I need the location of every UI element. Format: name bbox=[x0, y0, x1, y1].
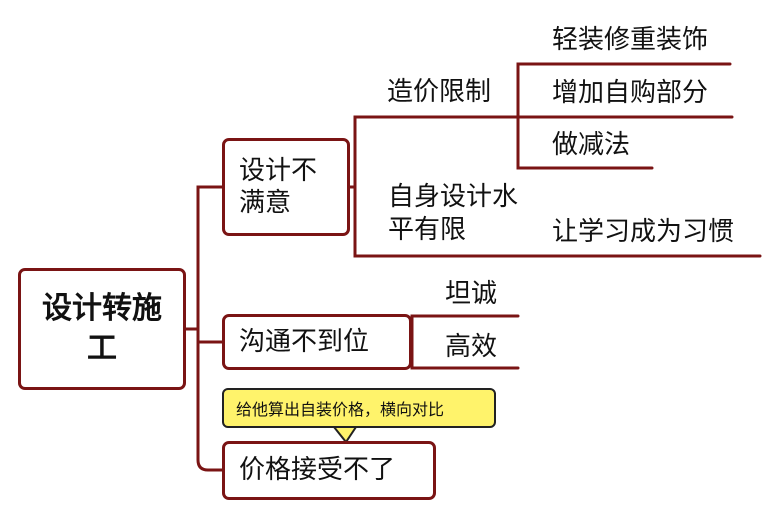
leaf-efficient[interactable]: 高效 bbox=[445, 332, 498, 362]
branch-node-price[interactable]: 价格接受不了 bbox=[222, 441, 436, 500]
leaf-honest[interactable]: 坦诚 bbox=[445, 279, 498, 309]
connector-b1-bracket bbox=[348, 115, 762, 258]
branch-label: 沟通不到位 bbox=[239, 326, 370, 357]
branch-node-design-unsatisfied[interactable]: 设计不满意 bbox=[222, 138, 350, 236]
branch-node-communication[interactable]: 沟通不到位 bbox=[222, 314, 412, 370]
connector-b2-bracket bbox=[410, 314, 520, 370]
connector-zaojia-bracket bbox=[516, 62, 734, 170]
callout-pointer bbox=[333, 426, 357, 444]
callout-text: 给他算出自装价格，横向对比 bbox=[236, 400, 445, 419]
leaf-learning-habit[interactable]: 让学习成为习惯 bbox=[552, 217, 735, 247]
callout-note[interactable]: 给他算出自装价格，横向对比 bbox=[222, 388, 496, 428]
leaf-add-self-purchase[interactable]: 增加自购部分 bbox=[552, 78, 709, 108]
root-label: 设计转施工 bbox=[42, 290, 162, 367]
root-node[interactable]: 设计转施工 bbox=[18, 268, 186, 390]
node-design-skill-limited[interactable]: 自身设计水平有限 bbox=[388, 182, 519, 245]
connector-to-b3 bbox=[196, 327, 224, 472]
branch-label: 设计不满意 bbox=[239, 155, 318, 219]
branch-label: 价格接受不了 bbox=[239, 455, 396, 486]
leaf-light-renovation[interactable]: 轻装修重装饰 bbox=[552, 25, 709, 55]
node-cost-limit[interactable]: 造价限制 bbox=[387, 77, 492, 107]
connector-level1-trunk bbox=[196, 185, 224, 331]
leaf-subtraction[interactable]: 做减法 bbox=[552, 130, 631, 160]
